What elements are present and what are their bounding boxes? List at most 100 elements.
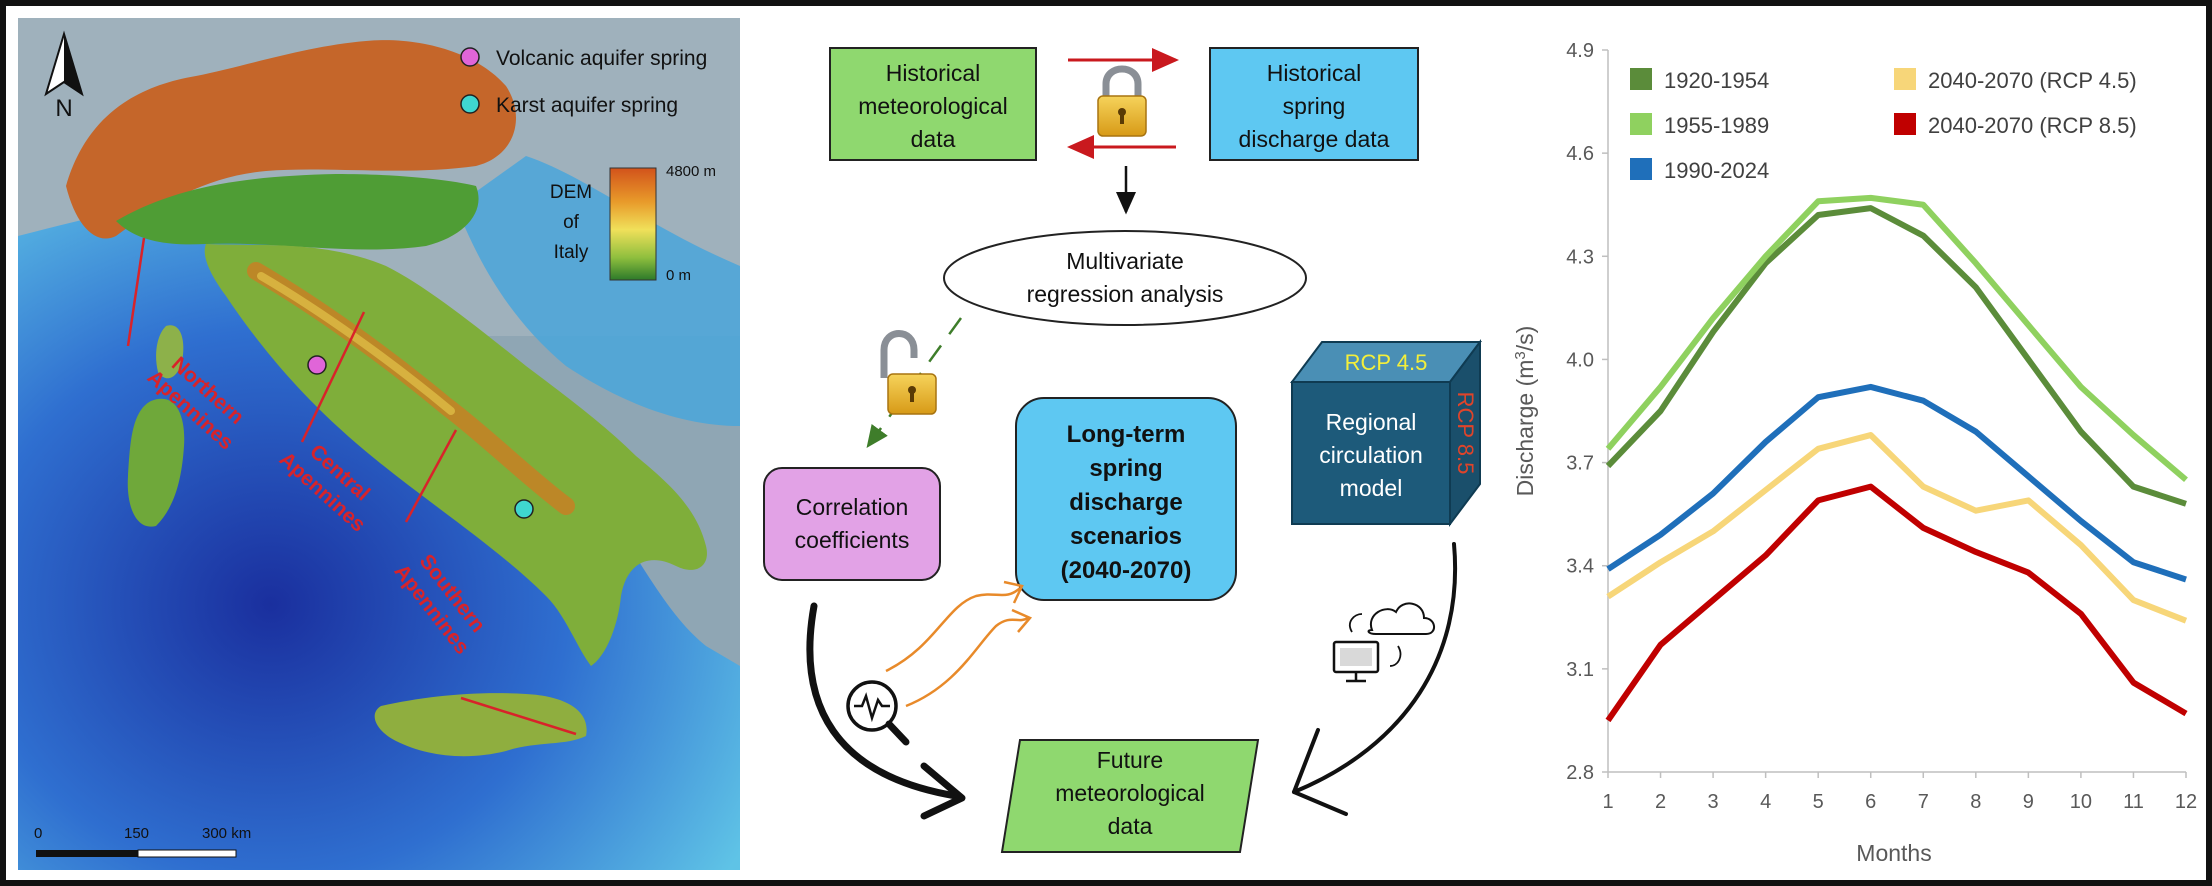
orange-arrow-2 (905, 616, 1029, 708)
orange-arrow-1 (885, 587, 1021, 673)
x-tick-label: 10 (2070, 791, 2092, 813)
boundary-line (404, 429, 458, 523)
boundary-line (300, 311, 366, 443)
historical-spring-box (1209, 47, 1419, 161)
italy-dem-map: N Volcanic aquifer spring Karst aquifer … (18, 18, 740, 871)
y-tick-label: 3.1 (1566, 659, 1594, 681)
x-tick-label: 8 (1970, 791, 1981, 813)
scale-label-300: 300 km (202, 825, 251, 842)
x-tick-label: 7 (1918, 791, 1929, 813)
scale-bar-black (36, 850, 138, 857)
historical-met-line1: Historical (886, 60, 981, 86)
correlation-line1: Correlation (796, 494, 909, 520)
scale-label-150: 150 (124, 825, 149, 842)
scenarios-line2: spring (1089, 455, 1162, 482)
regression-line1: Multivariate (1066, 248, 1184, 274)
scenarios-line3: discharge (1069, 489, 1182, 516)
rcp45-label: RCP 4.5 (1345, 350, 1428, 375)
lock-closed-icon (1097, 65, 1147, 137)
x-tick-label: 6 (1865, 791, 1876, 813)
series-line-5 (1605, 483, 2188, 723)
cloud-computer-icon (1332, 602, 1435, 683)
y-tick-label: 3.4 (1566, 556, 1594, 578)
boundary-line (460, 696, 577, 736)
y-tick-label: 4.3 (1566, 246, 1594, 268)
future-met-box (1000, 739, 1260, 853)
dem-title-line1: DEM (550, 182, 592, 203)
karst-spring-marker (514, 499, 534, 519)
legend-swatch (1630, 68, 1652, 90)
legend-label: 1920-1954 (1664, 68, 1769, 93)
regression-line2: regression analysis (1027, 281, 1224, 307)
future-met-line1: Future (1097, 747, 1163, 773)
historical-spring-line3: discharge data (1239, 126, 1390, 152)
rcm-cube (1290, 339, 1482, 527)
legend-swatch (1630, 158, 1652, 180)
correlation-box (763, 467, 941, 581)
future-met-line3: data (1108, 813, 1153, 839)
legend-swatch (1630, 113, 1652, 135)
scenarios-line5: (2040-2070) (1061, 557, 1192, 584)
arrow-head-right (1292, 728, 1348, 816)
rcm-line1: Regional (1326, 409, 1417, 435)
rcm-line3: model (1340, 475, 1403, 501)
historical-met-line3: data (911, 126, 956, 152)
series-line-1 (1605, 205, 2187, 507)
x-tick-label: 12 (2175, 791, 2197, 813)
x-tick-label: 9 (2023, 791, 2034, 813)
map-peninsula (204, 244, 707, 666)
y-tick-label: 4.9 (1566, 40, 1594, 62)
historical-met-box (829, 47, 1037, 161)
y-tick-label: 4.0 (1566, 349, 1594, 371)
x-tick-label: 5 (1813, 791, 1824, 813)
scale-bar-white (137, 849, 237, 858)
historical-spring-line2: spring (1283, 93, 1346, 119)
legend-label: 2040-2070 (RCP 8.5) (1928, 113, 2137, 138)
x-axis-title: Months (1856, 840, 1931, 866)
orange-arrow-1-head (1003, 580, 1024, 604)
series-line-3 (1606, 383, 2187, 583)
chart-legend: 1920-1954 1955-1989 1990-2024 2040-2070 (RC… (1630, 68, 2137, 183)
y-tick-label: 2.8 (1566, 762, 1594, 784)
north-arrow-icon (44, 30, 84, 97)
y-tick-label: 3.7 (1566, 453, 1594, 475)
volcanic-spring-legend-marker (460, 47, 480, 67)
map-alps (66, 40, 516, 239)
rcm-cube-front (1291, 381, 1451, 525)
dem-title-line3: Italy (554, 242, 589, 263)
correlation-line2: coefficients (795, 527, 910, 553)
regression-ellipse (943, 230, 1307, 326)
orange-arrow-2-head (1011, 608, 1033, 633)
series-line-2 (1605, 194, 2188, 483)
y-axis-title: Discharge (m3/s) (1512, 326, 1539, 497)
dem-min-label: 0 m (666, 267, 691, 284)
x-tick-label: 2 (1655, 791, 1666, 813)
legend-label: 1990-2024 (1664, 158, 1769, 183)
historical-met-line2: meteorological (858, 93, 1008, 119)
scenarios-box (1015, 397, 1237, 601)
legend-swatch (1894, 68, 1916, 90)
scenarios-line1: Long-term (1067, 421, 1186, 448)
x-tick-label: 1 (1602, 791, 1613, 813)
dem-colorbar (609, 167, 657, 281)
rcp85-label: RCP 8.5 (1453, 392, 1478, 475)
karst-spring-legend-marker (460, 94, 480, 114)
map-po-valley (116, 174, 479, 250)
north-label: N (55, 95, 72, 122)
legend-karst-label: Karst aquifer spring (496, 94, 678, 117)
map-adriatic (456, 156, 740, 426)
dem-max-label: 4800 m (666, 163, 716, 180)
volcanic-spring-marker (307, 355, 327, 375)
legend-label: 1955-1989 (1664, 113, 1769, 138)
map-sicily (374, 693, 587, 757)
series-line-4 (1606, 432, 2188, 624)
future-met-line2: meteorological (1055, 780, 1205, 806)
map-corsica (156, 325, 184, 379)
map-apennine-crest (257, 272, 455, 415)
boundary-line (126, 237, 146, 347)
series-lines (1605, 194, 2188, 723)
x-tick-label: 11 (2123, 791, 2144, 813)
x-tick-label: 4 (1760, 791, 1771, 813)
